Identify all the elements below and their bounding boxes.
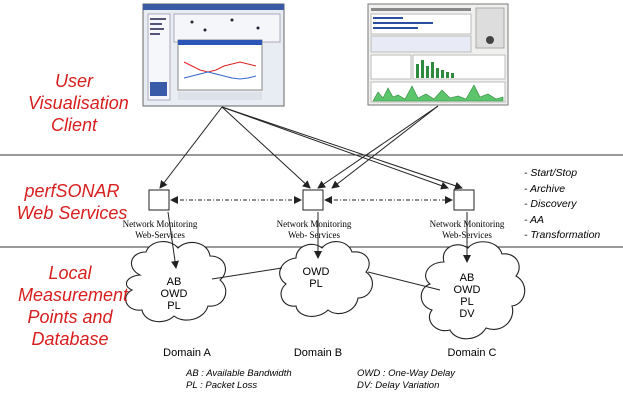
cloud-domain-c	[420, 241, 526, 340]
metric-owd: OWD	[302, 266, 330, 278]
operation-item: - Discovery	[524, 198, 577, 210]
legend-owd: OWD : One-Way Delay	[357, 368, 456, 379]
domain-link-ab	[211, 267, 283, 280]
metric-ab: AB	[459, 272, 475, 284]
domain-b-metrics: OWD PL	[296, 266, 336, 290]
legend-dv: DV: Delay Variation	[357, 380, 440, 391]
metric-pl: PL	[167, 300, 181, 312]
service-c-line1: Network Monitoring	[429, 219, 505, 229]
service-box-b	[302, 189, 324, 211]
metric-owd: OWD	[160, 288, 188, 300]
service-label-a: Network Monitoring Web-Services	[110, 219, 210, 241]
layer-local-line1: Local	[48, 263, 92, 283]
layer-label-local: Local Measurement Points and Database	[18, 262, 129, 350]
layer-label-client: User Visualisation Client	[28, 70, 129, 136]
layer-label-services: perfSONAR Web Services	[16, 180, 128, 224]
client-arrows	[159, 105, 463, 190]
metric-pl: PL	[460, 296, 474, 308]
service-label-c: Network Monitoring Web-Services	[417, 219, 517, 241]
domain-name-b: Domain B	[293, 347, 343, 359]
layer-local-line3: Points and	[27, 307, 113, 327]
legend-pl: PL : Packet Loss	[186, 380, 258, 391]
layer-local-line4: Database	[31, 329, 109, 349]
operation-item: - Start/Stop	[524, 167, 578, 179]
client-screenshot-left	[142, 3, 285, 107]
cloud-domain-b	[279, 241, 373, 317]
service-b-line1: Network Monitoring	[276, 219, 352, 229]
service-b-line2: Web- Services	[287, 230, 340, 240]
metric-pl: PL	[309, 278, 323, 290]
service-a-line1: Network Monitoring	[122, 219, 198, 229]
service-to-domain-a	[167, 211, 179, 269]
metric-ab: AB	[166, 276, 182, 288]
operation-item: - Transformation	[524, 229, 601, 241]
domain-name-a: Domain A	[163, 347, 211, 359]
layer-client-line3: Client	[50, 115, 98, 135]
metric-dv: DV	[459, 308, 475, 320]
service-box-c	[453, 189, 475, 211]
service-a-line2: Web-Services	[135, 230, 185, 240]
layer-local-line2: Measurement	[18, 285, 129, 305]
domain-link-bc	[367, 271, 441, 291]
metric-owd: OWD	[453, 284, 481, 296]
domain-name-c: Domain C	[447, 347, 497, 359]
client-screenshot-right	[367, 3, 509, 106]
service-c-line2: Web-Services	[442, 230, 492, 240]
cloud-domain-a	[125, 241, 227, 323]
domain-c-metrics: AB OWD PL DV	[447, 272, 487, 320]
service-box-a	[148, 189, 170, 211]
operation-item: - AA	[524, 213, 545, 226]
layer-client-line2: Visualisation	[28, 93, 129, 113]
domain-a-metrics: AB OWD PL	[154, 276, 194, 312]
legend-ab: AB : Available Bandwidth	[186, 368, 292, 379]
layer-services-line1: perfSONAR	[24, 181, 120, 201]
service-label-b: Network Monitoring Web- Services	[264, 219, 364, 241]
layer-services-line2: Web Services	[16, 203, 128, 223]
layer-client-line1: User	[54, 71, 93, 91]
operations-list: - Start/Stop - Archive - Discovery - AA …	[524, 166, 600, 244]
operation-item: - Archive	[524, 182, 566, 195]
